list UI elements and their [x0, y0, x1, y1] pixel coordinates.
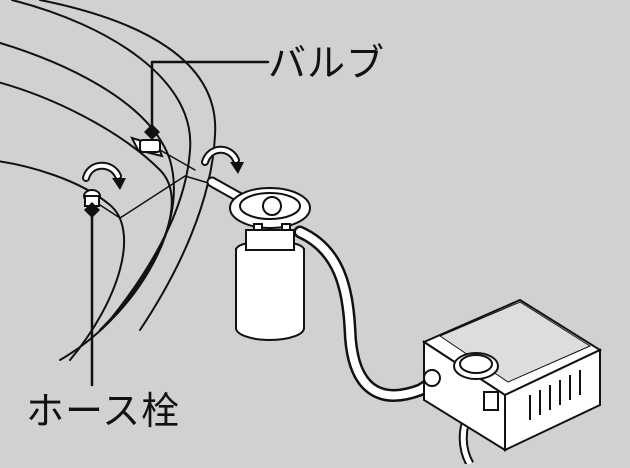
tire-arc-2 [11, 0, 192, 321]
compressor-vents [529, 370, 581, 420]
guide-line [99, 175, 216, 219]
arrow-head-right [230, 162, 244, 174]
hose-plug-marker-diamond [84, 202, 100, 218]
tire-inner-arc [0, 160, 125, 361]
hose-plug-label: ホース栓 [24, 392, 185, 432]
compressor-hose [293, 225, 443, 402]
valve-leader-line [150, 60, 270, 138]
arrow-head-left [112, 178, 126, 190]
tire-rim-arc [0, 81, 173, 331]
compressor [421, 298, 603, 452]
sealant-bottle [229, 187, 311, 341]
tire-arc-3 [0, 41, 175, 361]
valve-marker-diamond [144, 124, 160, 140]
tire-outer-arc [39, 0, 217, 331]
valve-label: バルブ [268, 41, 386, 85]
guide-line-2 [159, 149, 196, 171]
valve-stem [130, 136, 164, 158]
